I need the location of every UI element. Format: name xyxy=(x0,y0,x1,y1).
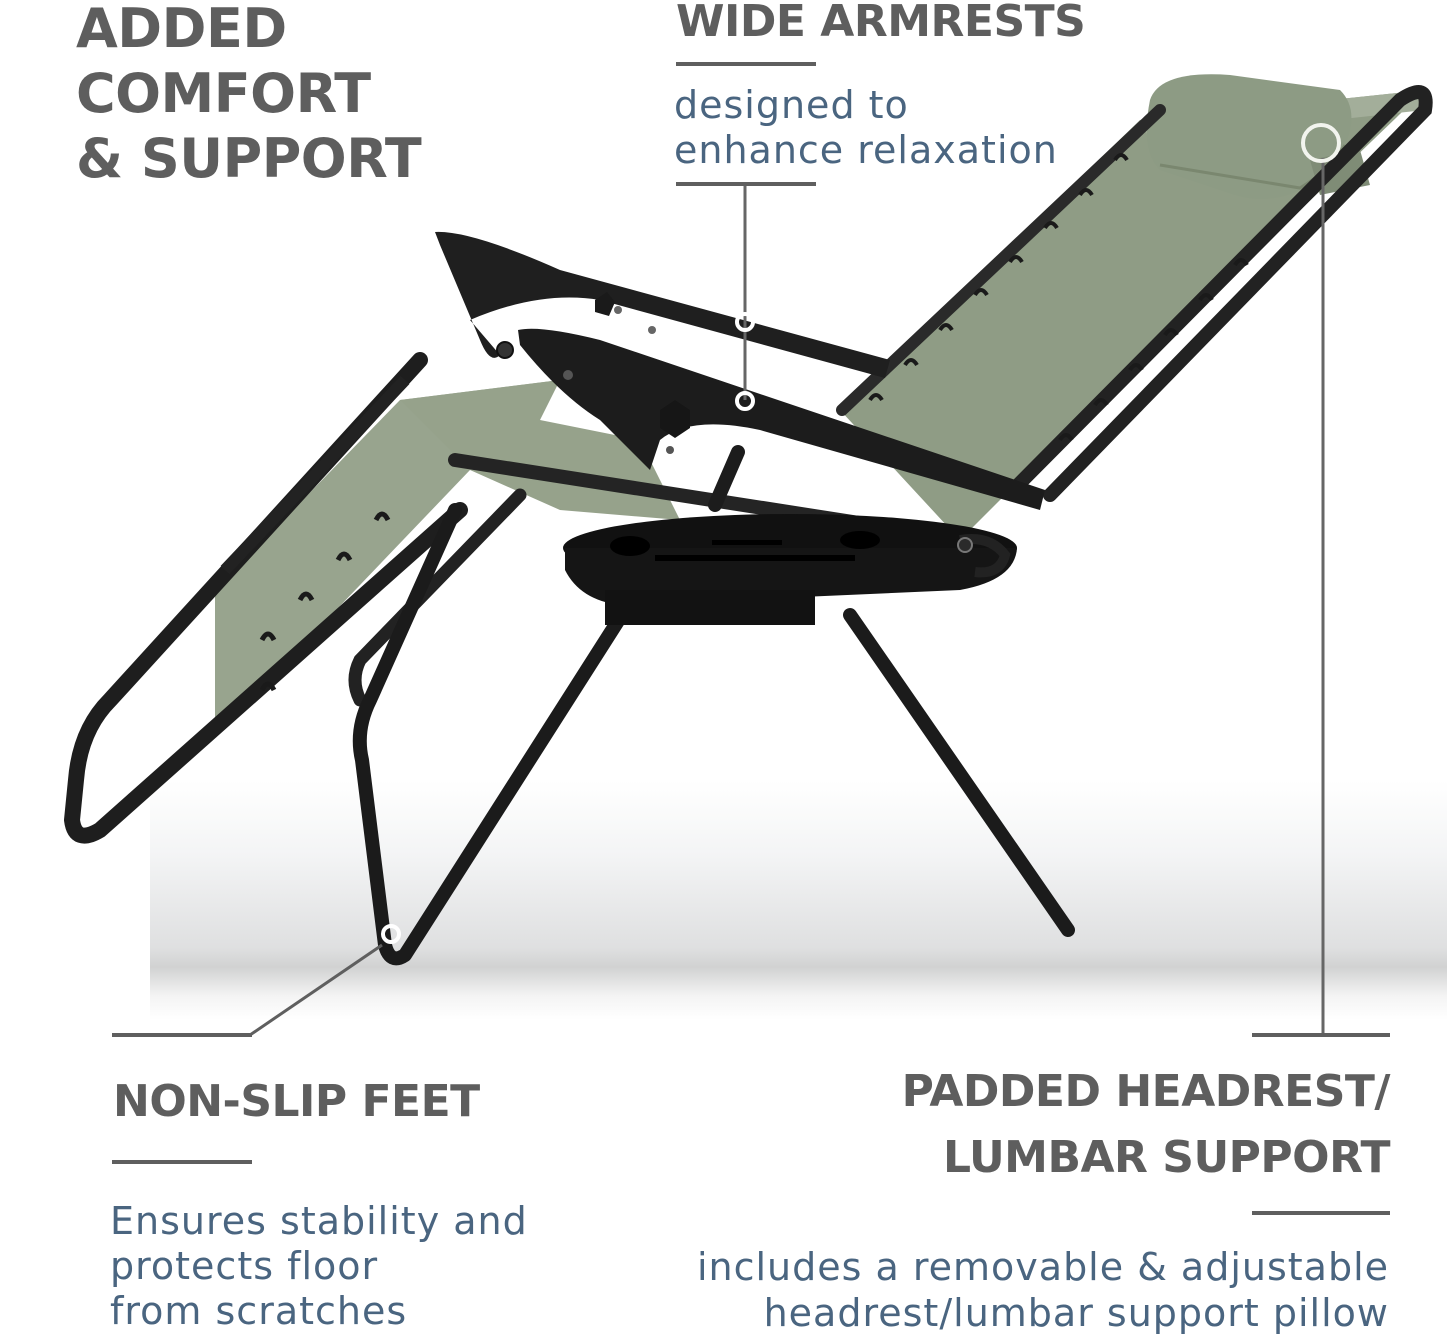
divider xyxy=(1252,1211,1390,1215)
feet-description-line-3: from scratches xyxy=(110,1289,408,1333)
divider xyxy=(112,1160,252,1164)
armrest-lower xyxy=(518,328,1045,510)
armrest-upper xyxy=(435,231,890,378)
headrest-heading: PADDED HEADREST/ LUMBAR SUPPORT xyxy=(901,1066,1391,1202)
armrests-description: designed to enhance relaxation xyxy=(674,86,1058,176)
armrests-heading: WIDE ARMRESTS xyxy=(676,0,1086,47)
headrest-description: includes a removable & adjustable headre… xyxy=(697,1248,1389,1340)
divider xyxy=(1252,1033,1390,1037)
adjustment-knob xyxy=(660,400,690,438)
backrest-frame-inner xyxy=(836,104,1166,416)
divider xyxy=(676,62,816,66)
divider xyxy=(112,1033,252,1037)
title-line-2: COMFORT xyxy=(76,62,371,125)
backrest-fabric xyxy=(840,90,1425,540)
headrest-heading-line-1: PADDED HEADREST/ xyxy=(901,1066,1391,1117)
feet-heading-text: NON-SLIP FEET xyxy=(113,1076,480,1127)
headrest-pillow xyxy=(1146,74,1352,199)
cup-holder-tray xyxy=(563,514,1017,625)
headrest-heading-line-2: LUMBAR SUPPORT xyxy=(942,1132,1391,1183)
divider xyxy=(676,182,816,186)
front-foot-leg xyxy=(352,503,632,966)
leg-frame-outer xyxy=(64,352,468,844)
headrest-description-line-2: headrest/lumbar support pillow xyxy=(763,1291,1389,1335)
armrests-description-line-1: designed to xyxy=(674,83,909,127)
feet-description-line-2: protects floor xyxy=(110,1244,379,1288)
title-line-3: & SUPPORT xyxy=(76,127,422,190)
title-line-1: ADDED xyxy=(76,0,287,60)
headrest-description-line-1: includes a removable & adjustable xyxy=(696,1245,1389,1289)
feet-description-line-1: Ensures stability and xyxy=(110,1199,528,1243)
seat-side-tube xyxy=(348,488,527,707)
armrests-description-line-2: enhance relaxation xyxy=(674,128,1058,172)
backrest-frame-outer xyxy=(1011,85,1433,502)
ring-marker-icon xyxy=(381,123,1341,944)
rear-leg xyxy=(843,608,1075,937)
main-title: ADDED COMFORT & SUPPORT xyxy=(76,0,422,197)
armrests-heading-text: WIDE ARMRESTS xyxy=(676,0,1086,47)
feet-heading: NON-SLIP FEET xyxy=(113,1080,480,1124)
feet-description: Ensures stability and protects floor fro… xyxy=(110,1202,528,1337)
